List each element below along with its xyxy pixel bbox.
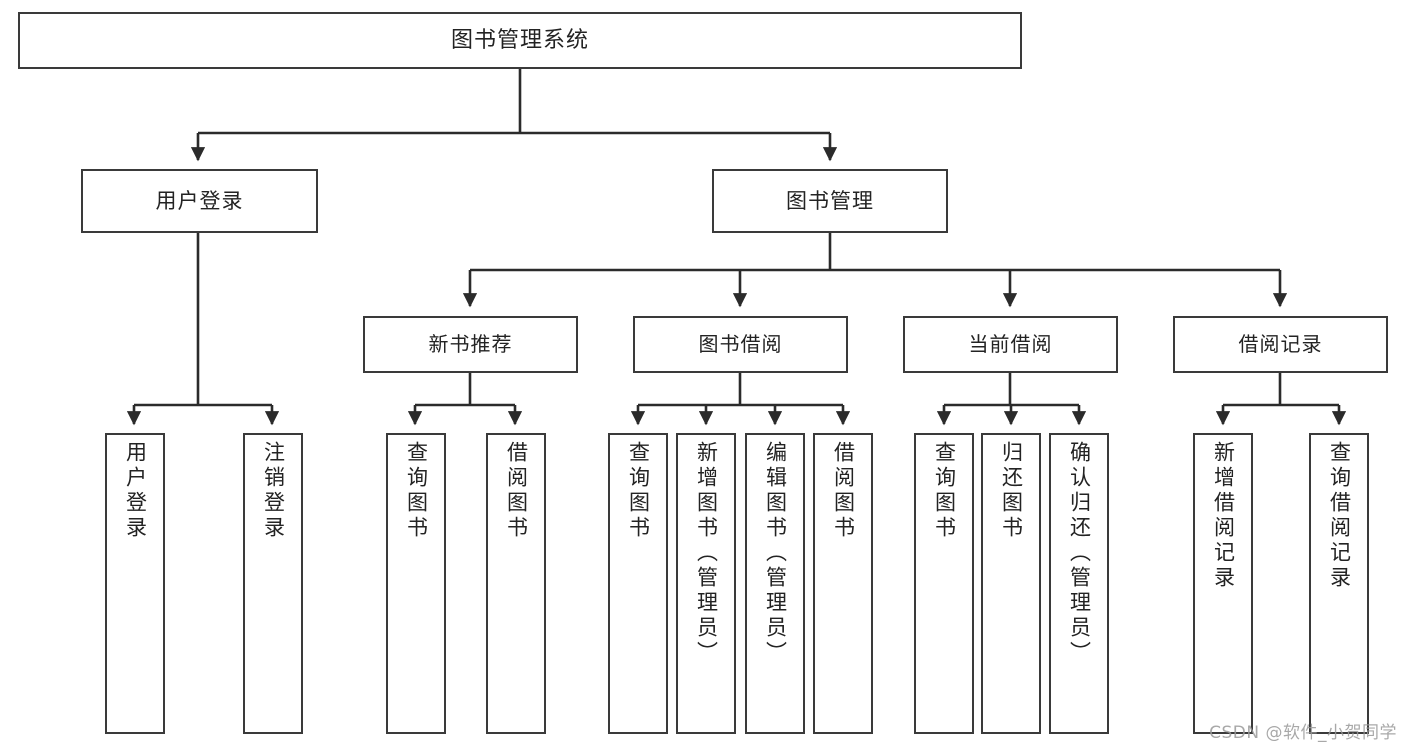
node-label: 借阅图书 [504, 441, 529, 541]
node-label: 图书借阅 [698, 332, 783, 356]
node-label: 借阅图书 [831, 441, 856, 541]
leaf-borrow-book[interactable]: 借阅图书 [813, 433, 873, 734]
leaf-logout[interactable]: 注销登录 [243, 433, 303, 734]
node-new-book-recommend[interactable]: 新书推荐 [363, 316, 578, 373]
node-label: 借阅记录 [1238, 332, 1323, 356]
node-label: 查询图书 [626, 441, 651, 541]
node-label: 图书管理 [786, 188, 874, 213]
node-label: 新书推荐 [428, 332, 513, 356]
node-borrow-record[interactable]: 借阅记录 [1173, 316, 1388, 373]
node-label: 注销登录 [261, 441, 286, 541]
node-book-management[interactable]: 图书管理 [712, 169, 948, 233]
leaf-add-borrow-record[interactable]: 新增借阅记录 [1193, 433, 1253, 734]
leaf-confirm-return-admin[interactable]: 确认归还（管理员） [1049, 433, 1109, 734]
leaf-edit-book-admin[interactable]: 编辑图书（管理员） [745, 433, 805, 734]
node-label: 当前借阅 [968, 332, 1053, 356]
node-label: 查询图书 [404, 441, 429, 541]
node-label: 查询图书 [932, 441, 957, 541]
node-label: 归还图书 [999, 441, 1024, 541]
leaf-query-book-borrow[interactable]: 查询图书 [608, 433, 668, 734]
watermark: CSDN @软件_小贺同学 [1209, 723, 1397, 743]
node-current-borrow[interactable]: 当前借阅 [903, 316, 1118, 373]
node-label: 新增借阅记录 [1211, 441, 1236, 591]
leaf-borrow-book-recommend[interactable]: 借阅图书 [486, 433, 546, 734]
node-book-management-system[interactable]: 图书管理系统 [18, 12, 1022, 69]
node-book-borrow[interactable]: 图书借阅 [633, 316, 848, 373]
node-label: 图书管理系统 [450, 27, 589, 53]
leaf-return-book[interactable]: 归还图书 [981, 433, 1041, 734]
node-user-login[interactable]: 用户登录 [81, 169, 318, 233]
leaf-query-book-current[interactable]: 查询图书 [914, 433, 974, 734]
node-label: 确认归还（管理员） [1067, 441, 1092, 666]
node-label: 查询借阅记录 [1327, 441, 1352, 591]
node-label: 用户登录 [123, 441, 148, 541]
node-label: 编辑图书（管理员） [763, 441, 788, 666]
leaf-user-login[interactable]: 用户登录 [105, 433, 165, 734]
node-label: 用户登录 [155, 188, 244, 213]
leaf-query-borrow-record[interactable]: 查询借阅记录 [1309, 433, 1369, 734]
leaf-add-book-admin[interactable]: 新增图书（管理员） [676, 433, 736, 734]
node-label: 新增图书（管理员） [694, 441, 719, 666]
leaf-query-book-recommend[interactable]: 查询图书 [386, 433, 446, 734]
